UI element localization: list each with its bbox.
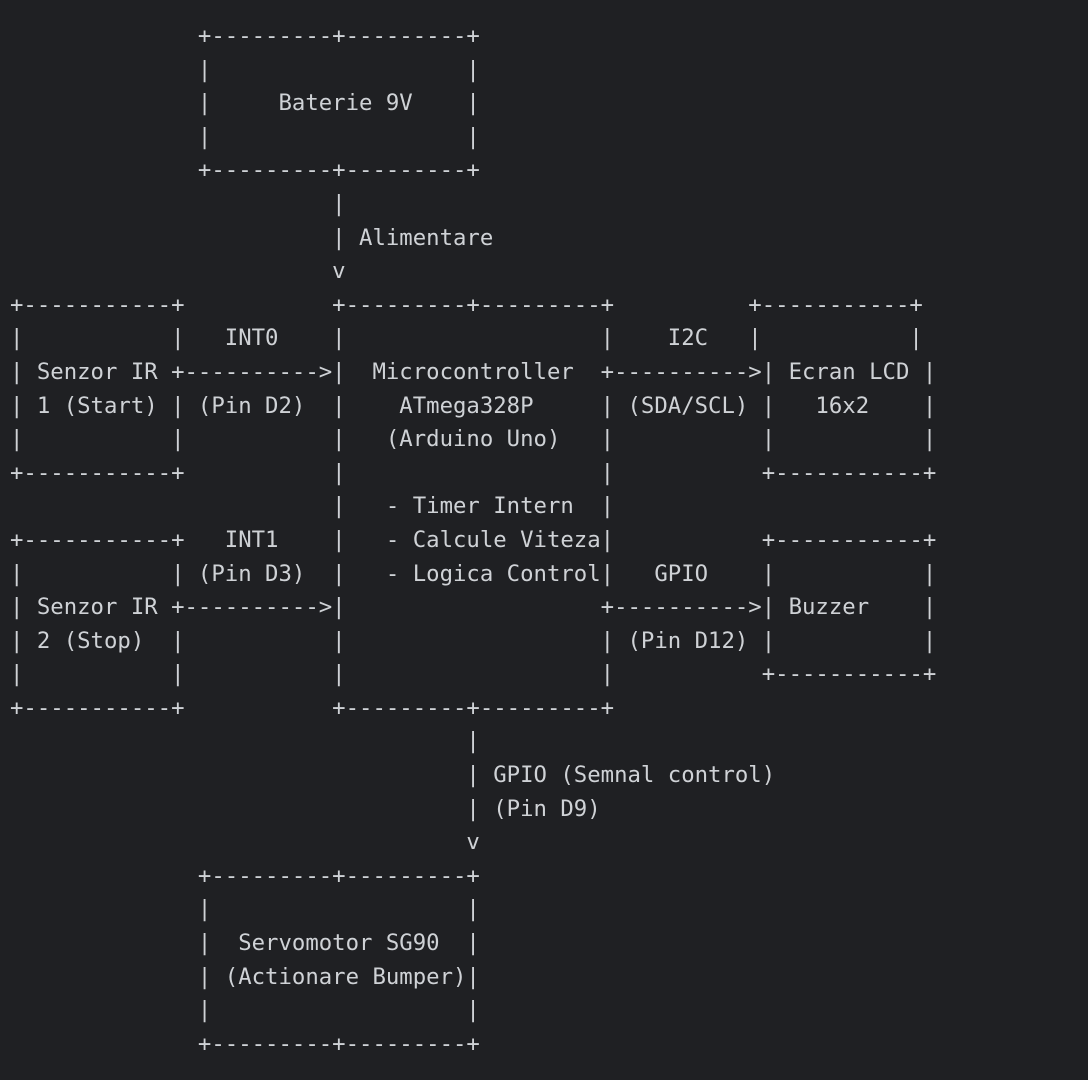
diagram-line: v — [10, 829, 480, 856]
diagram-line: | | — [10, 123, 480, 150]
diagram-line-servo-signal: | GPIO (Semnal control) — [10, 762, 776, 789]
diagram-line: +-----------+ +---------+---------+ +---… — [10, 291, 923, 318]
diagram-line: +---------+---------+ — [10, 157, 480, 184]
diagram-line: +---------+---------+ — [10, 862, 480, 889]
diagram-line: | (Pin D9) — [10, 795, 601, 822]
diagram-line-battery: | Baterie 9V | — [10, 90, 480, 117]
diagram-line: +-----------+ INT1 | - Calcule Viteza| +… — [10, 526, 937, 553]
diagram-line-servo: | Servomotor SG90 | — [10, 930, 480, 957]
diagram-line: | | (Pin D3) | - Logica Control| GPIO | … — [10, 560, 937, 587]
diagram-line: | (Actionare Bumper)| — [10, 963, 480, 990]
diagram-line: | | — [10, 997, 480, 1024]
diagram-line: | 2 (Stop) | | | (Pin D12) | | — [10, 627, 937, 654]
diagram-line: | | | (Arduino Uno) | | | — [10, 426, 937, 453]
diagram-line: +-----------+ +---------+---------+ — [10, 694, 615, 721]
diagram-line: | | — [10, 896, 480, 923]
diagram-line: | | — [10, 56, 480, 83]
diagram-line: | | | | +-----------+ — [10, 661, 937, 688]
diagram-line: | — [10, 728, 480, 755]
diagram-line-sensor1-mcu-lcd: | Senzor IR +---------->| Microcontrolle… — [10, 358, 937, 385]
diagram-line: +-----------+ | | +-----------+ — [10, 459, 937, 486]
diagram-line: | - Timer Intern | — [10, 493, 615, 520]
diagram-line: | — [10, 190, 346, 217]
diagram-line: +---------+---------+ — [10, 1030, 480, 1057]
diagram-line-sensor2-mcu-buzzer: | Senzor IR +---------->| +---------->| … — [10, 594, 937, 621]
diagram-line-power-label: | Alimentare — [10, 224, 494, 251]
diagram-line: | | INT0 | | I2C | | — [10, 325, 923, 352]
diagram-line: | 1 (Start) | (Pin D2) | ATmega328P | (S… — [10, 392, 937, 419]
diagram-line: v — [10, 258, 346, 285]
diagram-line: +---------+---------+ — [10, 23, 480, 49]
ascii-block-diagram: +---------+---------+ | | | Baterie 9V |… — [10, 20, 936, 1061]
